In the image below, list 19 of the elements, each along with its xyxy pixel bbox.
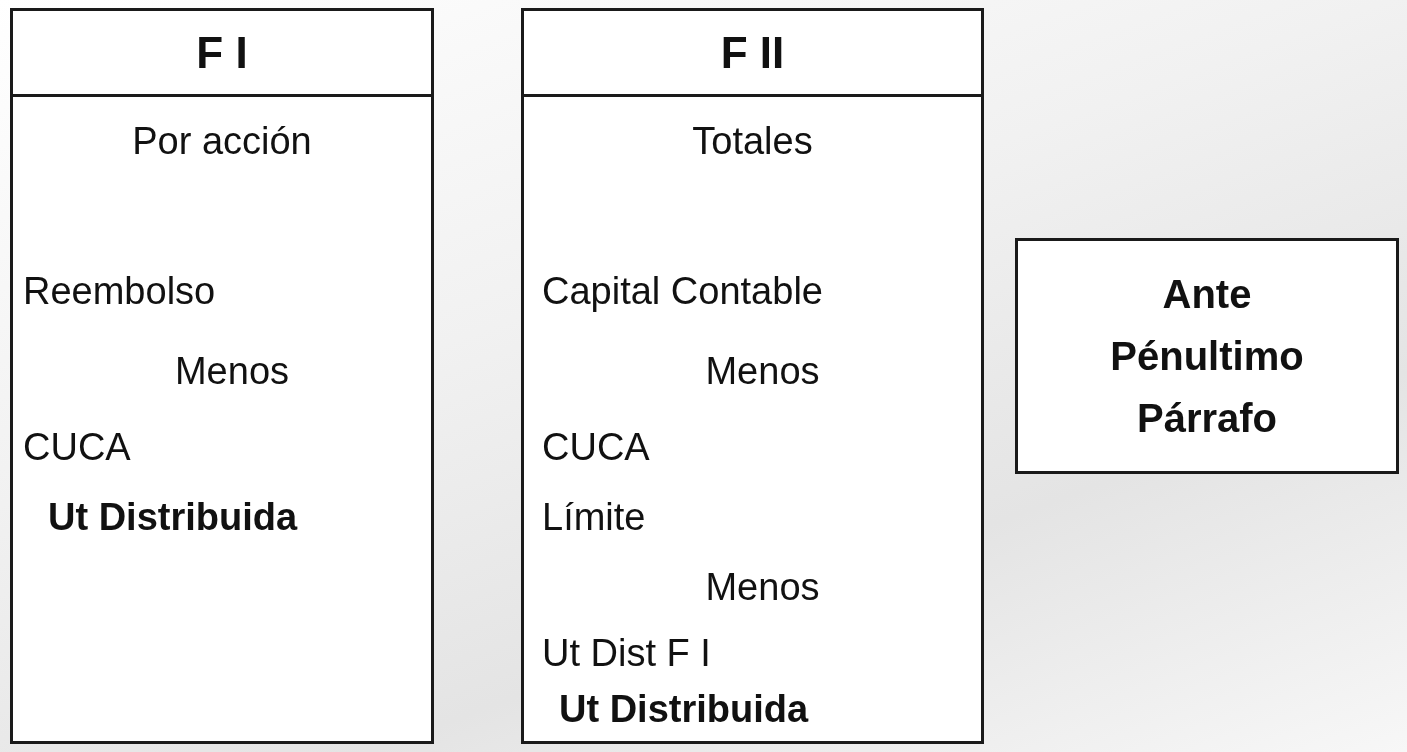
- row-text: Capital Contable: [542, 269, 823, 313]
- row-text: Límite: [542, 495, 646, 539]
- column-panel: [521, 8, 984, 744]
- column-panel: [10, 8, 434, 744]
- row-text: Ut Distribuida: [559, 687, 809, 731]
- row-text: CUCA: [542, 425, 650, 469]
- note-box: [1015, 238, 1399, 474]
- row-text: Ut Distribuida: [48, 495, 298, 539]
- column-header: F II: [524, 11, 981, 97]
- row-text: CUCA: [23, 425, 131, 469]
- row-text: Menos: [173, 349, 290, 393]
- row-text: Ut Dist F I: [542, 631, 711, 675]
- row-text: Totales: [692, 119, 813, 163]
- column-header: F I: [13, 11, 431, 97]
- row-text: Por acción: [132, 119, 312, 163]
- row-text: Menos: [704, 349, 820, 393]
- row-text: Menos: [704, 565, 820, 609]
- row-text: Reembolso: [23, 269, 216, 313]
- note-text: Ante Pénultimo Párrafo: [1109, 271, 1305, 442]
